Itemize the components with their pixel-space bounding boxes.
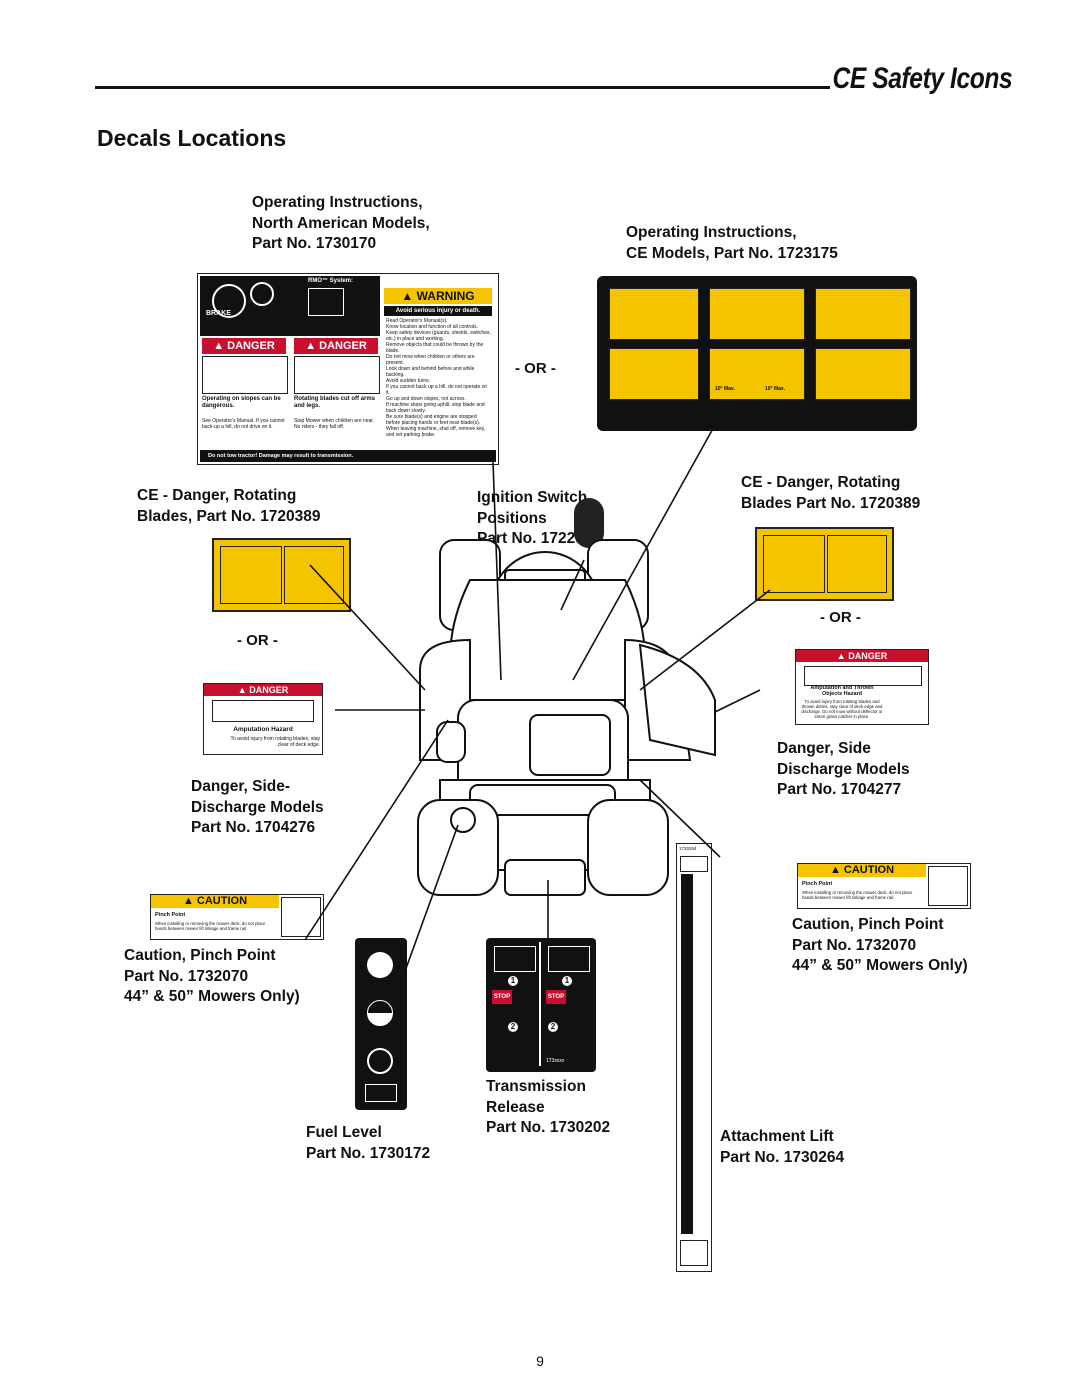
decal-danger-left: ▲ DANGER Amputation Hazard To avoid inju… — [203, 683, 323, 755]
slope-icon — [202, 356, 288, 394]
page-number: 9 — [536, 1353, 544, 1369]
step-1-left: 1 — [508, 976, 518, 986]
no-hands-icon — [284, 546, 344, 604]
angle-2: 10° Max. — [765, 386, 786, 392]
header-title: CE Safety Icons — [832, 62, 1012, 95]
label-danger-left: Danger, Side- Discharge Models Part No. … — [191, 778, 324, 836]
tractor-icon — [308, 288, 344, 316]
caution-right-title: Pinch Point — [802, 881, 833, 887]
decal-caution-right: ▲ CAUTION Pinch Point When installing or… — [797, 863, 971, 909]
brake-label: BRAKE — [206, 310, 231, 317]
label-attachment: Attachment Lift Part No. 1730264 — [720, 1128, 845, 1166]
label-danger-right: Danger, Side Discharge Models Part No. 1… — [777, 740, 910, 798]
slopes-title: Operating on slopes can be dangerous. — [202, 396, 281, 409]
thrown-object-icon — [709, 288, 805, 340]
danger-tag-1: ▲ DANGER — [202, 338, 286, 354]
danger-left-title: Amputation Hazard — [233, 726, 293, 733]
or-right: - OR - — [820, 609, 861, 626]
key-manual-icon — [609, 348, 699, 400]
hand-blade-icon — [220, 546, 282, 604]
decal-transmission: 1 1 STOP STOP 2 2 173xxxx — [486, 938, 596, 1072]
step-1-right: 1 — [562, 976, 572, 986]
lift-up-icon — [680, 856, 708, 872]
warning-tag: ▲ WARNING — [384, 288, 492, 304]
header-rule — [95, 86, 830, 89]
angle-1: 10° Max. — [715, 386, 736, 392]
decal-ce-blades-right — [755, 527, 894, 601]
amputation-icon — [212, 700, 314, 722]
label-caution-left: Caution, Pinch Point Part No. 1732070 44… — [124, 947, 300, 1005]
label-fuel: Fuel Level Part No. 1730172 — [306, 1124, 431, 1162]
decal-op-na: BRAKE RMO™ System: ▲ WARNING Avoid serio… — [197, 273, 499, 465]
decal-caution-left: ▲ CAUTION Pinch Point When installing or… — [150, 894, 324, 940]
step-2-left: 2 — [508, 1022, 518, 1032]
tow-warning: Do not tow tractor! Damage may result to… — [200, 450, 496, 462]
thrown-objects-icon — [804, 666, 922, 686]
decal-fuel — [355, 938, 407, 1110]
section-title: Decals Locations — [97, 125, 287, 151]
label-op-na: Operating Instructions, North American M… — [252, 194, 430, 252]
lift-scale — [681, 874, 705, 1234]
label-caution-right: Caution, Pinch Point Part No. 1732070 44… — [792, 916, 968, 974]
headlight-icon — [250, 282, 274, 306]
stop-right: STOP — [546, 990, 566, 1004]
hand-blade-icon — [763, 535, 825, 593]
read-manual-icon — [609, 288, 699, 340]
blade-icon — [294, 356, 380, 394]
child-safety-icon — [815, 348, 911, 400]
tractor-push-icon — [494, 946, 536, 972]
danger-left-text: To avoid injury from rotating blades, st… — [230, 736, 321, 748]
caution-right-text: When installing or removing the mower de… — [802, 890, 913, 900]
danger-right-text: To avoid injury from rotating blades and… — [801, 699, 883, 719]
attachment-code: 1730264 — [679, 846, 697, 851]
decal-op-ce: 10° Max. 10° Max. — [597, 276, 917, 431]
danger-right-title: Amputation and Thrown Objects Hazard — [810, 685, 874, 697]
decal-danger-right: ▲ DANGER Amputation and Thrown Objects H… — [795, 649, 929, 725]
label-op-ce: Operating Instructions, CE Models, Part … — [626, 224, 838, 262]
tree-icon — [212, 284, 246, 318]
label-transmission: Transmission Release Part No. 1730202 — [486, 1078, 611, 1136]
caution-left-title: Pinch Point — [155, 912, 186, 918]
step-2-right: 2 — [548, 1022, 558, 1032]
label-ce-right: CE - Danger, Rotating Blades Part No. 17… — [741, 474, 921, 512]
fuel-half-icon — [367, 1000, 393, 1026]
decal-attachment-lift: 1730264 — [676, 843, 712, 1272]
slopes-text: See Operator's Manual. If you cannot bac… — [202, 418, 285, 430]
or-top: - OR - — [515, 360, 556, 377]
tractor-drive-icon — [548, 946, 590, 972]
no-hands-icon — [827, 535, 887, 593]
fuel-full-icon — [367, 952, 393, 978]
caution-left-text: When installing or removing the mower de… — [155, 921, 266, 931]
warning-bullets: Read Operator's Manual(s).Know location … — [386, 318, 491, 438]
label-ce-left: CE - Danger, Rotating Blades, Part No. 1… — [137, 487, 321, 525]
or-left: - OR - — [237, 632, 278, 649]
stop-left: STOP — [492, 990, 512, 1004]
fuel-empty-icon — [367, 1048, 393, 1074]
transmission-code: 173xxxx — [546, 1058, 565, 1064]
decal-ce-blades-left — [212, 538, 351, 612]
lift-down-icon — [680, 1240, 708, 1266]
slope-icon — [709, 348, 805, 400]
pinch-icon — [928, 866, 968, 906]
blades-text: Stop Mower when children are near. No ri… — [294, 418, 375, 430]
avoid-text: Avoid serious injury or death. — [384, 306, 492, 316]
blade-hand-icon — [815, 288, 911, 340]
danger-tag-2: ▲ DANGER — [294, 338, 378, 354]
rmo-label: RMO™ System: — [308, 278, 354, 284]
fuel-pump-icon — [365, 1084, 397, 1102]
blades-title: Rotating blades cut off arms and legs. — [294, 396, 376, 409]
